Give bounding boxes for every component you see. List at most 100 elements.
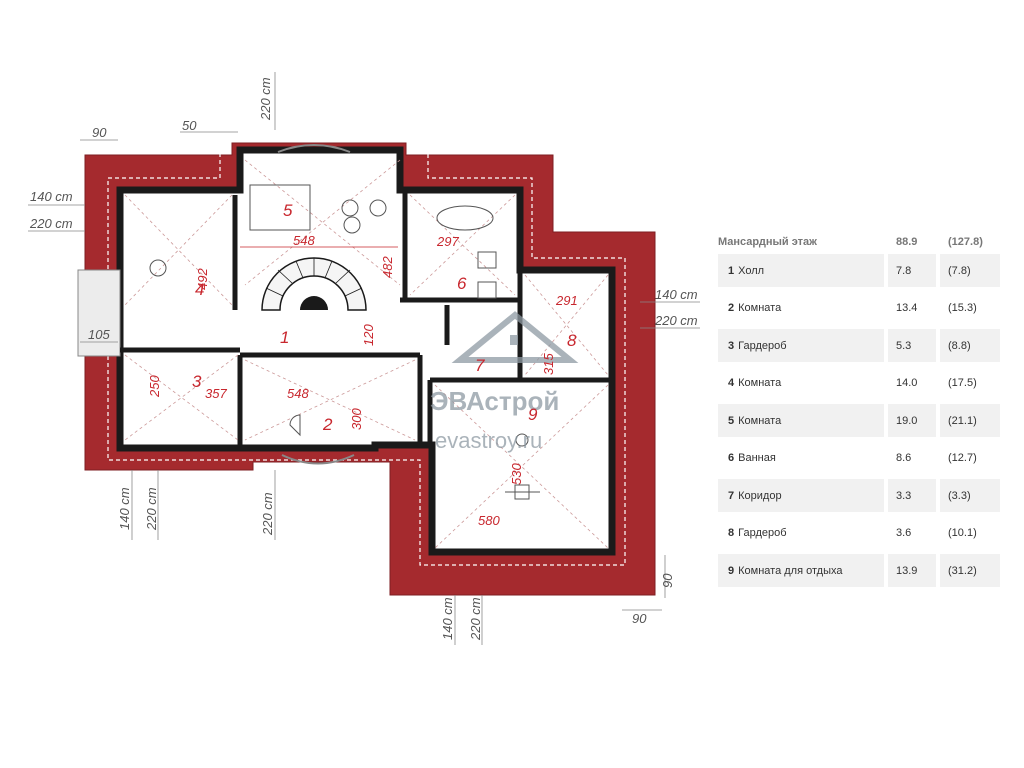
room-area: 13.9 [888, 554, 936, 587]
room-3-label: 3 [192, 372, 202, 391]
room-total-area: (17.5) [948, 377, 977, 389]
room-1-label: 1 [280, 328, 289, 347]
room-total-area: (12.7) [948, 452, 977, 464]
room-number: 3 [728, 339, 735, 352]
room-number: 4 [728, 377, 735, 389]
room-5-label: 5 [283, 201, 293, 220]
room-area: 14.0 [896, 377, 918, 389]
room-number: 7 [728, 489, 735, 502]
room-name: Гардероб [738, 527, 787, 539]
room-number: 6 [728, 452, 735, 464]
room-total-area: (10.1) [948, 527, 977, 539]
room-name: Ванная [738, 452, 776, 464]
watermark: ЭВАстрой evastroy.ru [430, 311, 579, 453]
dim-482: 482 [380, 256, 395, 278]
furniture [149, 184, 540, 500]
header-total: (127.8) [948, 236, 983, 248]
dim-bottom-left-140: 140 cm [117, 487, 132, 530]
staircase [261, 257, 367, 311]
room-area: 8.6 [896, 452, 912, 464]
dim-548-bottom: 548 [287, 386, 309, 401]
outline-dashed [107, 129, 626, 566]
room-2-label: 2 [322, 415, 333, 434]
dim-right-140: 140 cm [655, 287, 698, 302]
room-labels: 1 2 3 4 5 6 7 8 9 [192, 201, 577, 434]
room-number: 1 [728, 264, 735, 277]
outer-dimensions: 90 50 220 cm 140 cm 220 cm 105 140 cm 22… [28, 72, 700, 645]
room-total-area: (21.1) [940, 404, 1000, 437]
room-total-area: (15.3) [948, 302, 977, 314]
dim-left-140: 140 cm [30, 189, 73, 204]
room-number: 5 [728, 414, 735, 427]
room-4-label: 4 [195, 280, 204, 299]
room-total-area: (3.3) [940, 479, 1000, 512]
dim-250: 250 [147, 375, 162, 398]
room-9-label: 9 [528, 405, 538, 424]
area-table-header: Мансардный этаж 88.9 (127.8) [718, 230, 1000, 254]
room-area: 19.0 [888, 404, 936, 437]
dim-top-50: 50 [182, 118, 197, 133]
dim-120: 120 [361, 324, 376, 346]
dim-300: 300 [349, 408, 364, 430]
room-total-area: (8.8) [940, 329, 1000, 362]
bay-window-top [277, 144, 351, 153]
dim-bottom-mid-220: 220 cm [260, 492, 275, 536]
dim-297: 297 [436, 234, 459, 249]
bay-window-bottom [281, 454, 355, 465]
dim-right-220: 220 cm [654, 313, 698, 328]
room-name: Комната [738, 302, 782, 314]
room-area: 7.8 [888, 254, 936, 287]
dim-left-105: 105 [88, 327, 110, 342]
dim-top-90: 90 [92, 125, 107, 140]
header-area: 88.9 [896, 236, 918, 248]
balcony-left [77, 269, 121, 357]
room-name: Коридор [738, 489, 782, 502]
room-area: 5.3 [888, 329, 936, 362]
dim-bottom-right-140: 140 cm [440, 597, 455, 640]
dim-530: 530 [509, 463, 524, 485]
room-6-label: 6 [457, 274, 467, 293]
watermark-brand: ЭВАстрой [430, 386, 559, 416]
room-area: 3.6 [896, 527, 912, 539]
room-name: Комната [738, 414, 782, 427]
dim-top-220: 220 cm [258, 77, 273, 121]
floor-plan: ЭВАстрой evastroy.ru 1 2 3 4 5 6 7 8 9 5… [28, 72, 700, 645]
dim-580: 580 [478, 513, 500, 528]
room-area: 13.4 [896, 302, 918, 314]
room-name: Холл [738, 264, 765, 277]
room-number: 8 [728, 527, 735, 539]
room-name: Гардероб [738, 339, 787, 352]
floor-area [116, 146, 616, 556]
room-total-area: (7.8) [940, 254, 1000, 287]
dim-left-220: 220 cm [29, 216, 73, 231]
dim-357: 357 [205, 386, 227, 401]
room-area: 3.3 [888, 479, 936, 512]
room-name: Комната [738, 377, 782, 389]
room-7-label: 7 [475, 356, 485, 375]
room-dimensions: 548 492 482 297 291 120 250 357 548 300 … [147, 233, 578, 528]
dim-548-top: 548 [293, 233, 315, 248]
dim-291: 291 [555, 293, 578, 308]
internal-walls [120, 190, 612, 448]
room-number: 2 [728, 302, 735, 314]
